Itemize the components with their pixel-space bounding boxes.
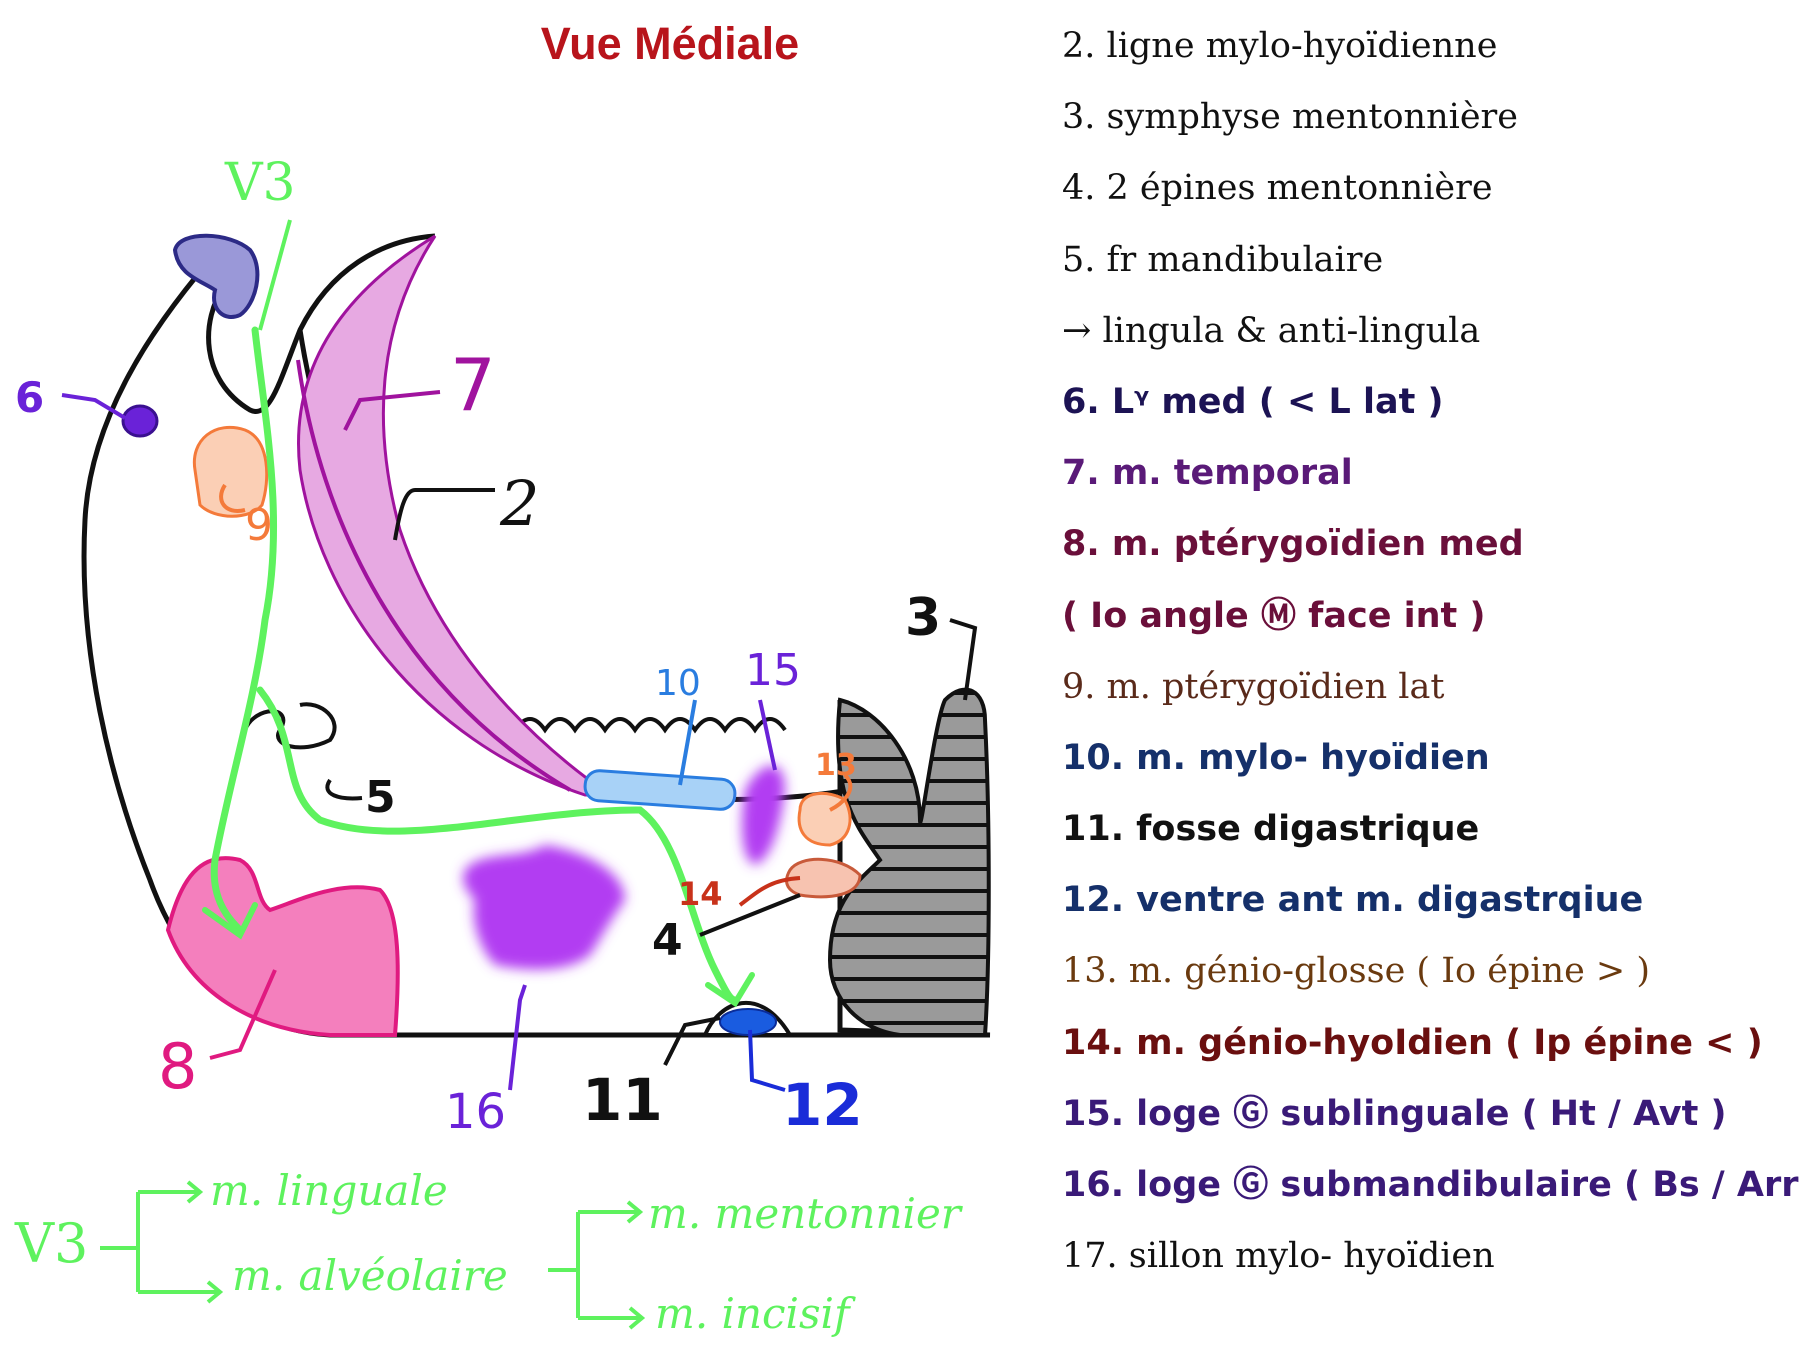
mandibular-foramen [243, 702, 337, 750]
tree-sub-branch-2: m. incisif [655, 1289, 856, 1338]
label-3: 3 [905, 588, 941, 648]
legend-item: 16. loge Ⓖ submandibulaire ( Bs / Arr ) [1062, 1165, 1800, 1205]
label-v3-top: V3 [224, 153, 296, 213]
nerve-v3-path [210, 326, 278, 934]
legend-item: 15. loge Ⓖ sublinguale ( Ht / Avt ) [1062, 1093, 1727, 1134]
leader-3 [949, 618, 978, 701]
legend-item: → lingula & anti-lingula [1062, 310, 1481, 351]
label-15: 15 [745, 645, 801, 696]
nerve-arrow-1 [202, 902, 258, 940]
legend-item: 3. symphyse mentonnière [1062, 97, 1518, 138]
legend-item: 14. m. génio-hyoIdien ( Ip épine < ) [1062, 1022, 1763, 1063]
leader-10 [678, 699, 697, 786]
legend-item: 2. ligne mylo-hyoïdienne [1062, 26, 1498, 66]
tree-sub-branch-1: m. mentonnier [648, 1189, 964, 1238]
legend-item: 9. m. ptérygoïdien lat [1062, 666, 1445, 707]
tree-branch-1: m. linguale [210, 1166, 448, 1215]
geniohyoid [785, 857, 862, 899]
label-9: 9 [245, 500, 273, 551]
diagram-title: Vue Médiale [540, 18, 800, 69]
legend-item: 7. m. temporal [1062, 453, 1353, 494]
symphysis [827, 687, 991, 1037]
leader-6 [61, 393, 127, 420]
leader-15 [758, 699, 777, 771]
legend-item: 12. ventre ant m. digastrqiue [1062, 880, 1644, 921]
legend-item: ( Io angle Ⓜ face int ) [1062, 595, 1486, 636]
label-8: 8 [158, 1030, 197, 1103]
leader-7 [343, 390, 441, 431]
label-6: 6 [15, 373, 44, 422]
teeth-line [483, 717, 787, 734]
label-11: 11 [582, 1066, 663, 1134]
mylohyoid-muscle [583, 769, 737, 811]
leader-14 [738, 876, 801, 907]
condyle [172, 233, 260, 319]
tree-subbranch-lines [548, 1200, 646, 1330]
legend-item: 13. m. génio-glosse ( Io épine > ) [1062, 951, 1651, 992]
leader-8 [209, 969, 277, 1060]
legend-item: 17. sillon mylo- hyoïdien [1062, 1236, 1495, 1277]
legend-item: 8. m. ptérygoïdien med [1062, 524, 1524, 565]
leader-16 [508, 984, 527, 1091]
pterygoid-med-muscle [165, 856, 400, 1037]
tree-root: V3 [14, 1212, 88, 1275]
legend-item: 10. m. mylo- hyoïdien [1062, 737, 1490, 778]
temporal-inner-line [296, 359, 572, 792]
legend-item: 11. fosse digastrique [1062, 809, 1480, 850]
label-14: 14 [678, 875, 723, 913]
temporal-muscle [297, 234, 615, 797]
label-5: 5 [365, 772, 396, 823]
sublingual-gland [742, 765, 785, 865]
digastric-belly [719, 1008, 777, 1036]
label-16: 16 [445, 1084, 506, 1140]
label-10: 10 [655, 663, 701, 704]
leader-2 [393, 488, 495, 541]
legend-list: 2. ligne mylo-hyoïdienne 3. symphyse ment… [1062, 18, 1800, 1299]
leader-4 [699, 893, 801, 937]
legend-item: 4. 2 épines mentonnière [1062, 168, 1493, 209]
leader-12 [748, 1029, 786, 1092]
label-2: 2 [499, 467, 539, 540]
legend-item: 5. fr mandibulaire [1062, 239, 1384, 280]
submandibular-gland [463, 845, 625, 970]
nerve-arrow-2 [705, 972, 755, 1008]
ligament-med [121, 404, 159, 438]
pterygoid-lat-muscle [192, 425, 269, 518]
leader-5 [325, 778, 363, 801]
nerve-lingual-path [256, 686, 739, 1004]
label-13: 13 [815, 748, 857, 783]
leader-9 [219, 483, 246, 513]
leader-11 [663, 1016, 721, 1066]
nerve-top-leader [258, 219, 292, 331]
tree-branch-2: m. alvéolaire [232, 1251, 508, 1300]
label-4: 4 [652, 915, 683, 966]
legend-item: 6. Lᵞ med ( < L lat ) [1062, 381, 1444, 422]
leader-13 [829, 773, 853, 812]
tree-branch-lines [100, 1180, 224, 1304]
label-12: 12 [782, 1071, 863, 1139]
label-7: 7 [450, 343, 496, 427]
